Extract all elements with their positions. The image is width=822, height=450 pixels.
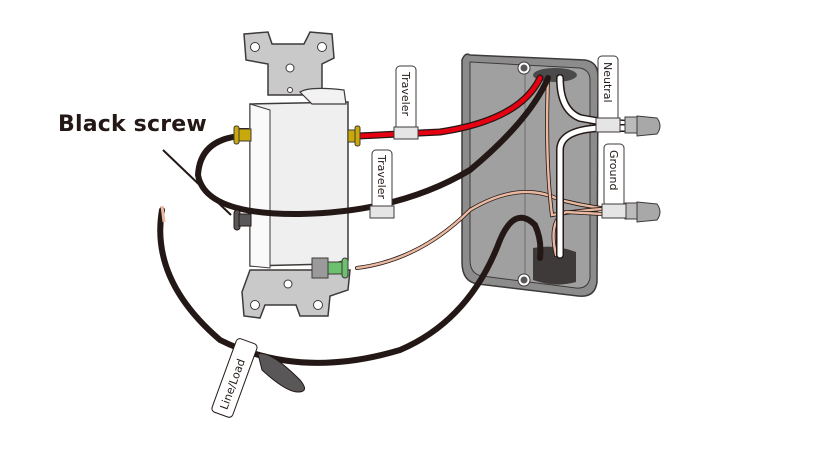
black-screw-callout: Black screw <box>58 112 207 137</box>
brass-screw-left <box>233 125 252 145</box>
black-traveler-wire <box>194 75 551 218</box>
switch-body <box>249 87 349 269</box>
traveler-red-label: Traveler <box>399 71 412 116</box>
wire-nut-neutral <box>624 115 661 137</box>
line-load-wire <box>157 207 544 366</box>
traveler-black-tag: Traveler <box>369 149 395 219</box>
neutral-label: Neutral <box>601 62 614 103</box>
line-load-tag: Line/Load <box>211 338 258 418</box>
ground-tag: Ground <box>601 143 627 219</box>
stripped-wire-end <box>160 205 166 223</box>
wire-flap <box>257 353 305 393</box>
ground-label: Ground <box>607 150 620 190</box>
black-screw <box>233 209 252 231</box>
switch-mounting-strap <box>241 31 351 319</box>
traveler-black-label: Traveler <box>375 154 388 199</box>
wire-nut-ground <box>624 201 661 223</box>
traveler-red-tag: Traveler <box>393 65 419 140</box>
brass-screw-right <box>347 125 361 147</box>
red-traveler-wire <box>355 75 543 139</box>
neutral-tag: Neutral <box>595 55 621 133</box>
green-ground-screw <box>311 257 349 279</box>
